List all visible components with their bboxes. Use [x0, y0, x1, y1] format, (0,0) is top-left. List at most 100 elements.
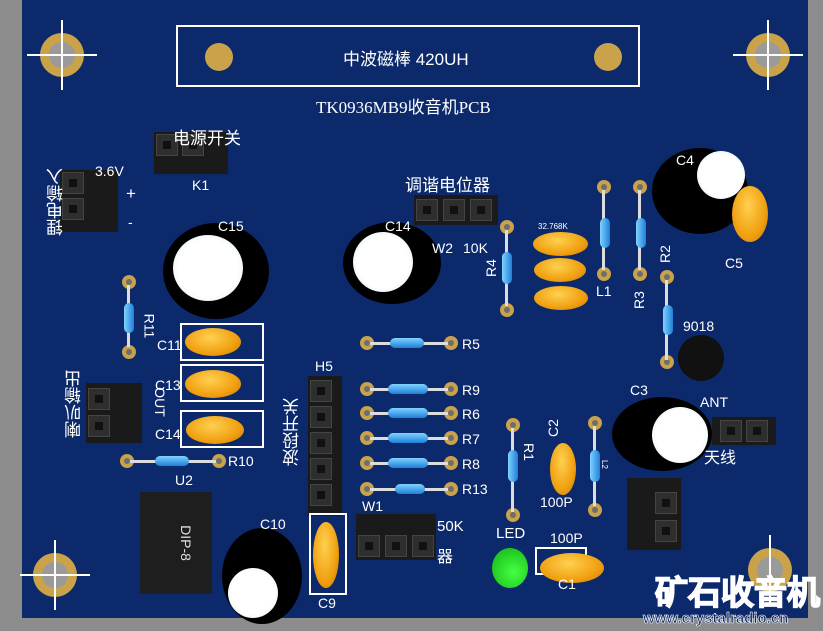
volume-pot-label: 器: [437, 549, 454, 566]
w1-value: 50K: [437, 518, 464, 535]
capacitor-c1: [540, 553, 604, 583]
resistor-r7: [388, 433, 428, 443]
capacitor-c15: [163, 223, 269, 319]
solder-pad: [360, 456, 374, 470]
header-pin: [412, 535, 434, 557]
solder-pad: [444, 382, 458, 396]
ic-u2: [140, 492, 212, 594]
c14-label: C14: [155, 426, 181, 442]
capacitor-electrolytic: [343, 222, 441, 304]
header-pin: [470, 199, 492, 221]
header-pin: [310, 406, 332, 428]
component-outline: [309, 513, 347, 595]
u2-label: U2: [175, 472, 193, 488]
header-pin: [88, 415, 110, 437]
solder-pad: [444, 431, 458, 445]
header-pin: [156, 134, 178, 156]
r11-label: R11: [141, 313, 158, 339]
resistor-r11: [124, 303, 134, 333]
h5-label: H5: [315, 358, 333, 374]
c13-label: C13: [155, 377, 181, 393]
solder-pad: [660, 270, 674, 284]
solder-pad: [360, 406, 374, 420]
c5-label: C5: [725, 255, 743, 271]
header-pin: [358, 535, 380, 557]
inductor-l2: [590, 450, 600, 482]
header-pin: [310, 484, 332, 506]
component-outline: [180, 364, 264, 402]
solder-pad: [444, 336, 458, 350]
resistor-r4: [502, 252, 512, 284]
solder-pad: [360, 336, 374, 350]
r1-label: R1: [520, 443, 537, 461]
c9-label: C9: [318, 595, 336, 611]
power-switch-label: 电源开关: [173, 129, 241, 148]
capacitor: [534, 286, 588, 310]
antenna-label: 天线: [704, 450, 737, 467]
w2-value: 10K: [463, 240, 488, 256]
r8-label: R8: [462, 456, 480, 472]
capacitor-c10: [222, 528, 302, 624]
ant-label: ANT: [700, 394, 728, 410]
resistor-r10: [155, 456, 189, 466]
solder-pad: [506, 508, 520, 522]
resistor-r3: [636, 218, 646, 248]
solder-pad: [122, 275, 136, 289]
component-outline: [180, 410, 264, 448]
header-pin: [310, 432, 332, 454]
board-title: TK0936MB9收音机PCB: [316, 98, 491, 117]
header-pin: [310, 458, 332, 480]
component-outline: [180, 323, 264, 361]
tuning-pot-label: 调谐电位器: [405, 176, 490, 195]
capacitor-c9: [313, 522, 339, 588]
resistor-r1: [508, 450, 518, 482]
c1-value: 100P: [550, 530, 583, 546]
c3-label: C3: [630, 382, 648, 398]
solder-pad: [588, 503, 602, 517]
led-label: LED: [496, 525, 526, 542]
header-pin: [62, 198, 84, 220]
r5-label: R5: [462, 336, 480, 352]
crosshair: [54, 540, 56, 610]
solder-pad: [120, 454, 134, 468]
capacitor-c4: [652, 148, 748, 234]
k1-label: K1: [192, 177, 210, 193]
solder-pad: [122, 345, 136, 359]
crosshair: [767, 20, 769, 90]
solder-pad: [360, 431, 374, 445]
capacitor: [534, 258, 586, 282]
solder-pad: [360, 382, 374, 396]
resistor-r5: [390, 338, 424, 348]
header-pin: [385, 535, 407, 557]
transistor-label: 9018: [683, 318, 715, 334]
w1-label: W1: [362, 498, 383, 514]
header-pin: [62, 172, 84, 194]
c2-label: C2: [544, 419, 561, 437]
antenna-outline: [176, 25, 640, 87]
plus-label: +: [126, 184, 136, 203]
l2-label: L2: [599, 460, 609, 469]
resistor-r6: [388, 408, 428, 418]
w2-label: W2: [432, 240, 453, 256]
solder-pad: [444, 456, 458, 470]
r13-label: R13: [462, 481, 488, 497]
resistor-r8: [388, 458, 428, 468]
battery-input-label: 锂电输入: [47, 168, 66, 236]
r4-label: R4: [482, 259, 499, 277]
solder-pad: [506, 418, 520, 432]
resistor-r13: [395, 484, 425, 494]
capacitor-c5: [732, 186, 768, 242]
c4-label: C4: [676, 152, 694, 168]
out-label: OUT: [151, 387, 168, 417]
transistor-9018: [678, 335, 724, 381]
solder-pad: [597, 267, 611, 281]
solder-pad: [360, 482, 374, 496]
header-pin: [310, 380, 332, 402]
c2-value: 100P: [540, 494, 573, 510]
header-pin: [182, 134, 204, 156]
led: [492, 548, 528, 588]
c15-label: C15: [218, 218, 244, 234]
capacitor-c2: [550, 443, 576, 495]
solder-pad: [212, 454, 226, 468]
header-pin: [416, 199, 438, 221]
